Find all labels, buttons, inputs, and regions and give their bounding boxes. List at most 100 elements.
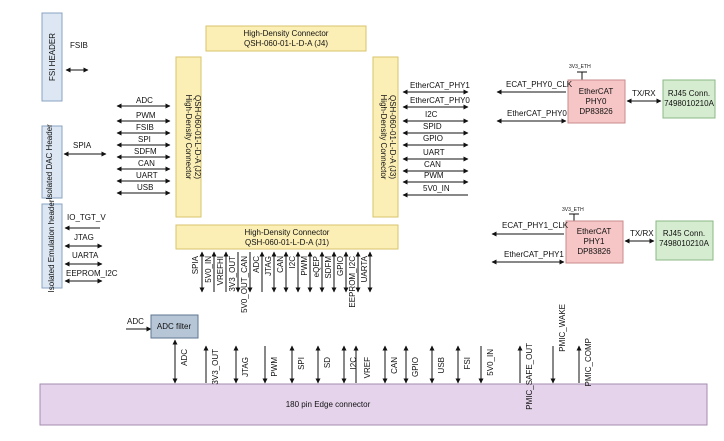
edge-sig-0: ADC (180, 349, 189, 366)
j1-sig-12: GPIO (336, 256, 345, 276)
j2-sig-0: ADC (136, 96, 153, 105)
emulation-header-box (41, 203, 63, 289)
edge-sig-14: PMIC_WAKE (558, 304, 567, 352)
phy0-clk-label: ECAT_PHY0_CLK (506, 80, 573, 89)
j1-title: High-Density Connector (245, 228, 330, 237)
rj45-1-box (655, 220, 714, 261)
edge-sig-9: GPIO (411, 357, 420, 377)
j3-sig-3: SPID (423, 122, 442, 131)
edge-sig-7: VREF (363, 357, 372, 378)
fsi-header-box (41, 12, 63, 102)
edge-connector-label: 180 pin Edge connector (286, 400, 371, 409)
phy0-supply-label: 3V3_ETH (569, 64, 591, 70)
j3-title: High-Density Connector (379, 95, 388, 180)
rj45-1-line2: 7498010210A (659, 239, 709, 248)
edge-sig-5: SD (323, 357, 332, 368)
j1-sig-7: CAN (276, 256, 285, 273)
j1-sig-13: EEPROM_I2C (348, 256, 357, 308)
emulation-header-label: Isolated Emulation header (47, 199, 56, 292)
j3-sig-7: PWM (424, 171, 444, 180)
edge-sig-15: PMIC_COMP (584, 338, 593, 386)
edge-connector (39, 383, 708, 426)
phy0-line1: EtherCAT (579, 87, 614, 96)
edge-sig-3: PWM (270, 357, 279, 377)
j2-sig-1: PWM (136, 111, 156, 120)
edge-sig-12: 5V0_IN (486, 349, 495, 376)
j1-sig-14: UARTA (360, 255, 369, 282)
phy1-line1: EtherCAT (577, 227, 612, 236)
emu-signal-3: EEPROM_I2C (66, 269, 118, 278)
j3-connector (372, 56, 399, 218)
j2-title: High-Density Connector (184, 95, 193, 180)
phy0-line2: PHY0 (586, 97, 607, 106)
j2-sig-3: SPI (138, 135, 151, 144)
edge-sig-13: PMIC_SAFE_OUT (525, 343, 534, 410)
j1-sig-1: 5V0_IN (204, 256, 213, 283)
edge-sig-8: CAN (390, 357, 399, 374)
j3-sig-1: EtherCAT_PHY0 (410, 96, 470, 105)
edge-sig-2: JTAG (241, 357, 250, 377)
fsi-header-label: FSI HEADER (48, 33, 57, 81)
j1-connector (175, 224, 399, 250)
j1-sig-4: 5V0_OUT_CAN (240, 256, 249, 313)
phy0-txrx-label: TX/RX (632, 89, 656, 98)
j4-title: High-Density Connector (244, 29, 329, 38)
phy1-clk-label: ECAT_PHY1_CLK (502, 221, 569, 230)
j2-sig-2: FSIB (136, 123, 154, 132)
phy0-box (567, 79, 626, 124)
j4-part: QSH-060-01-L-D-A (J4) (244, 39, 328, 48)
phy1-line3: DP83826 (577, 247, 611, 256)
phy0-sig-label: EtherCAT_PHY0 (507, 109, 567, 118)
j1-sig-3: 3V3_OUT (228, 256, 237, 292)
phy1-line2: PHY1 (584, 237, 605, 246)
dac-header-box (41, 125, 63, 199)
j2-connector (175, 56, 202, 218)
dac-header-label: Isolated DAC Header (45, 124, 54, 200)
j3-sig-8: 5V0_IN (423, 184, 450, 193)
adc-filter-input-label: ADC (127, 317, 144, 326)
edge-sig-10: USB (437, 357, 446, 373)
j4-connector (205, 25, 367, 52)
j3-sig-2: I2C (425, 110, 438, 119)
phy1-txrx-label: TX/RX (630, 229, 654, 238)
j2-sig-6: UART (136, 171, 158, 180)
j2-sig-4: SDFM (134, 147, 157, 156)
emu-signal-1: JTAG (74, 233, 94, 242)
j1-sig-6: JTAG (264, 256, 273, 276)
j1-sig-9: PWM (300, 256, 309, 276)
j3-sig-4: GPIO (423, 134, 443, 143)
j1-signals: SPIA 5V0_IN VREFHI 3V3_OUT 5V0_OUT_CAN A… (191, 251, 373, 313)
edge-sig-11: FSI (463, 357, 472, 369)
j1-part: QSH-060-01-L-D-A (J1) (245, 238, 329, 247)
j3-sig-6: CAN (424, 160, 441, 169)
phy1-sig-label: EtherCAT_PHY1 (504, 250, 564, 259)
j2-signals: ADC PWM FSIB SPI SDFM CAN UART USB (116, 96, 171, 196)
j1-sig-5: ADC (252, 256, 261, 273)
phy1-supply-label: 3V3_ETH (562, 207, 584, 213)
j3-signals: EtherCAT_PHY1 EtherCAT_PHY0 I2C SPID GPI… (402, 81, 470, 198)
adc-filter-label: ADC filter (157, 322, 192, 331)
j1-sig-10: eQEP (312, 256, 321, 277)
j2-sig-5: CAN (138, 159, 155, 168)
j3-sig-0: EtherCAT_PHY1 (410, 81, 470, 90)
j2-part: QSH-060-01-L-D-A (J2) (193, 95, 202, 179)
j1-sig-11: SDFM (324, 256, 333, 279)
spia-label: SPIA (73, 141, 92, 150)
j1-sig-8: I2C (288, 256, 297, 269)
adc-filter-box (150, 314, 199, 339)
edge-sig-6: I2C (349, 357, 358, 370)
j3-part: QSH-060-01-L-D-A (J3) (388, 95, 397, 179)
emu-signal-0: IO_TGT_V (67, 213, 106, 222)
rj45-0-line1: RJ45 Conn. (668, 89, 710, 98)
fsib-label: FSIB (70, 41, 88, 50)
phy1-box (565, 220, 624, 264)
j1-sig-2: VREFHI (216, 256, 225, 285)
rj45-0-line2: 7498010210A (664, 99, 714, 108)
edge-signals: ADC 3V3_OUT JTAG PWM SPI SD I2C VREF CAN… (172, 304, 593, 410)
j3-sig-5: UART (423, 148, 445, 157)
edge-sig-4: SPI (297, 357, 306, 370)
rj45-0-box (662, 79, 716, 119)
j1-sig-0: SPIA (191, 255, 200, 274)
edge-sig-1: 3V3_OUT (211, 349, 220, 385)
